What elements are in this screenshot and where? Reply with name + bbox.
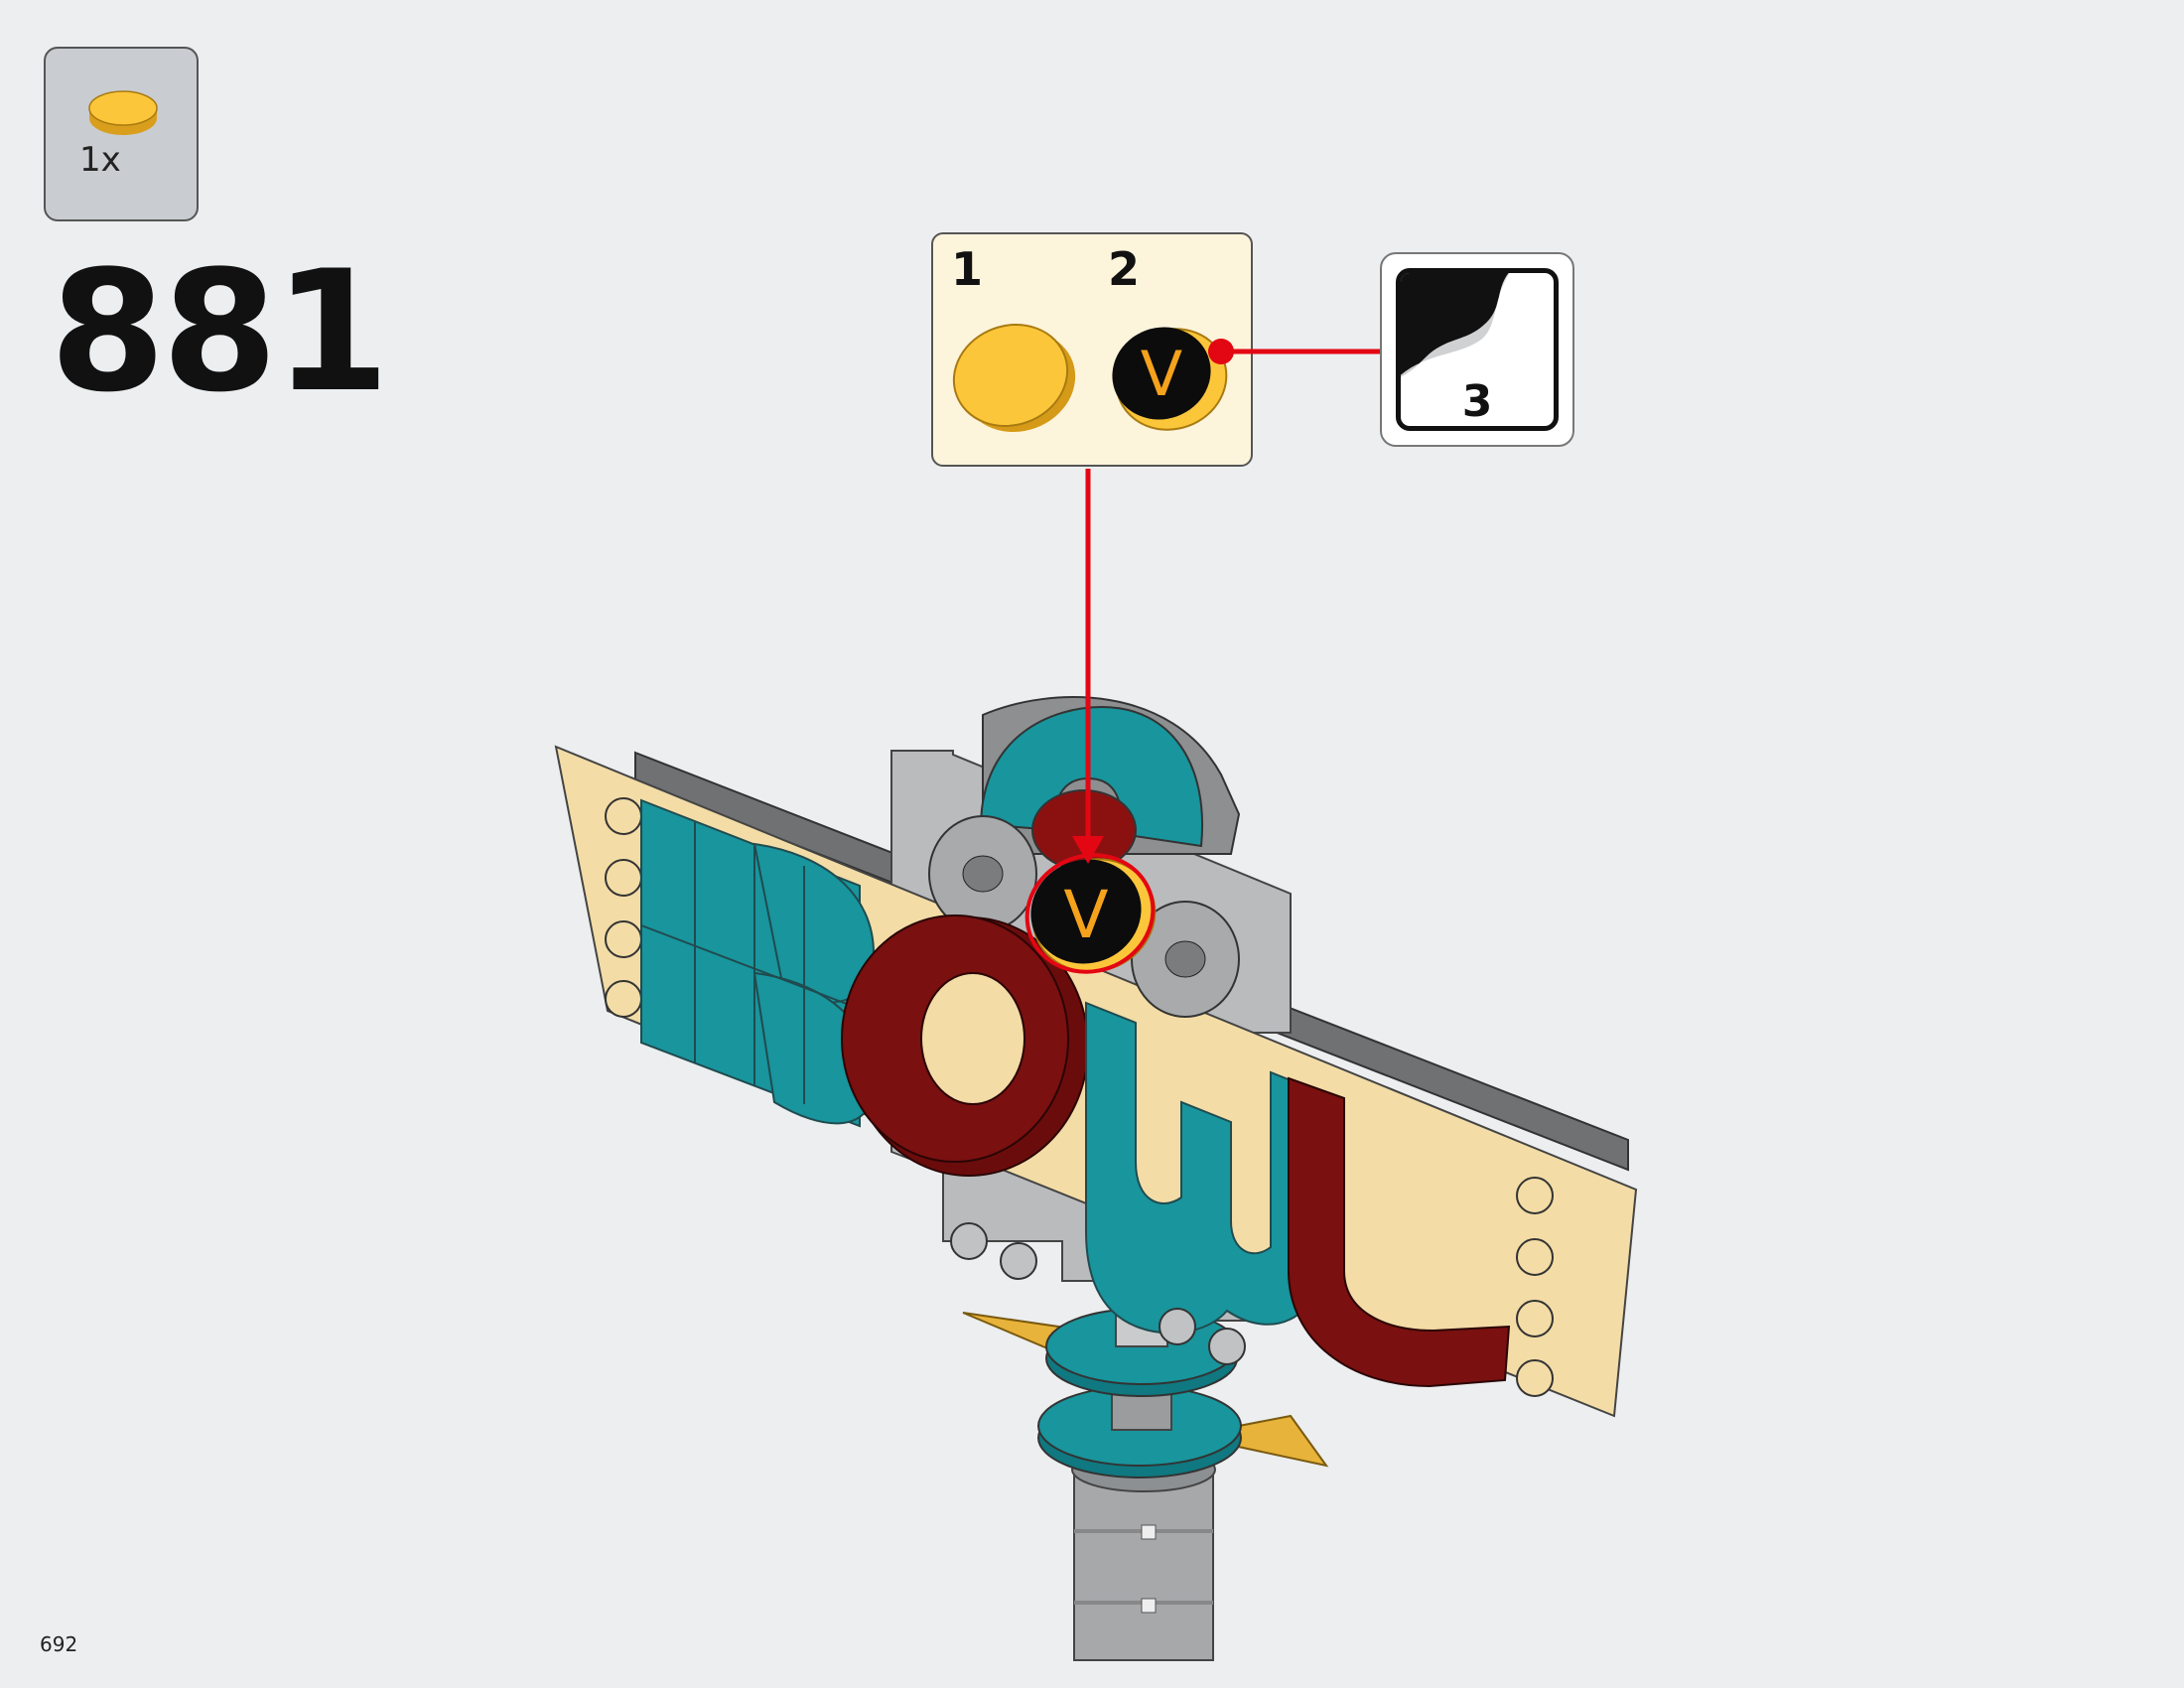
letter-l xyxy=(1288,1076,1511,1388)
lower-gray-studs xyxy=(950,1222,1246,1365)
placement-arrow xyxy=(1072,469,1104,864)
letter-o xyxy=(841,914,1089,1177)
sticker-sheet-icon: 3 xyxy=(1396,268,1559,431)
sub-step-1-number: 1 xyxy=(951,242,984,296)
parts-list-box: 1x xyxy=(44,47,199,221)
round-tile-yellow-icon xyxy=(952,323,1076,433)
sub-step-2-number: 2 xyxy=(1108,242,1141,296)
placed-sticker-v-tile: V xyxy=(1024,853,1157,974)
sign-pole xyxy=(1071,1447,1216,1661)
step-number: 881 xyxy=(50,234,390,429)
part-quantity: 1x xyxy=(79,140,121,180)
placed-tile-v-text: V xyxy=(1063,877,1108,953)
page-number: 692 xyxy=(40,1632,78,1656)
plate-studs-left xyxy=(605,797,642,1018)
plate-studs-right xyxy=(1516,1177,1554,1397)
gray-round-plates xyxy=(928,815,1240,1018)
sticker-number: 3 xyxy=(1461,376,1493,427)
sticker-sheet-reference: 3 xyxy=(1380,252,1574,447)
sticker-v-tile-icon: V xyxy=(1112,327,1228,431)
sub-step-callout: 1 2 V xyxy=(931,232,1253,467)
round-tile-yellow-icon xyxy=(88,90,158,135)
teal-top-arc xyxy=(979,705,1203,871)
letter-b xyxy=(640,798,876,1128)
sticker-v-text: V xyxy=(1141,338,1182,410)
